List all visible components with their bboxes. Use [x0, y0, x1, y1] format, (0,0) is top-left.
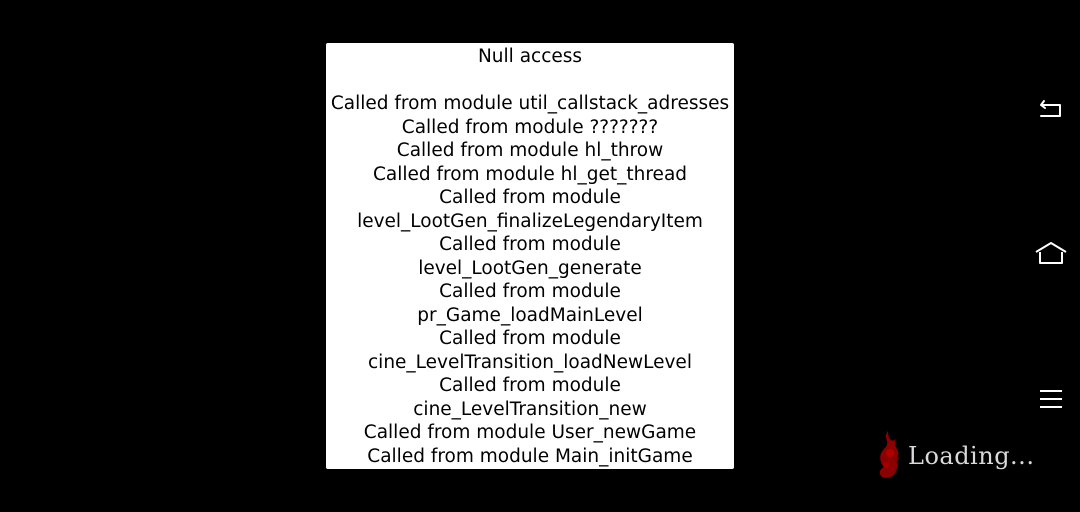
callstack-line: Called from module ???????	[401, 116, 659, 138]
callstack-line: Called from module Main_initGame	[367, 445, 693, 467]
menu-button[interactable]	[1036, 386, 1066, 416]
loading-text: Loading...	[908, 442, 1035, 470]
callstack-line: Called from module util_callstack_adress…	[330, 93, 730, 114]
system-navigation-bar	[1020, 0, 1080, 512]
loading-indicator: Loading...	[874, 430, 1034, 482]
callstack-line: Called from module	[439, 375, 621, 396]
callstack-line: Called from module hl_throw	[396, 140, 664, 161]
error-dialog: Null access Called from module util_call…	[326, 43, 734, 469]
callstack-line: Called from module	[439, 281, 621, 302]
callstack-line: level_LootGen_generate	[418, 257, 642, 279]
error-title: Null access	[477, 46, 583, 67]
home-button[interactable]	[1034, 240, 1068, 270]
callstack-line: pr_Game_loadMainLevel	[417, 304, 643, 326]
flame-logo-icon	[874, 429, 904, 484]
menu-icon	[1039, 389, 1063, 414]
callstack-line: cine_LevelTransition_loadNewLevel	[368, 351, 692, 373]
back-icon	[1038, 98, 1064, 125]
home-icon	[1034, 241, 1068, 270]
callstack-line: Called from module hl_get_thread	[372, 163, 688, 185]
callstack-line: Called from module	[439, 328, 621, 349]
callstack-line: Called from module User_newGame	[363, 422, 697, 443]
callstack-line: Called from module	[439, 187, 621, 208]
back-button[interactable]	[1036, 96, 1066, 126]
callstack-line: Called from module	[439, 234, 621, 255]
callstack-line: cine_LevelTransition_new	[413, 398, 647, 420]
callstack-line: level_LootGen_finalizeLegendaryItem	[357, 210, 703, 232]
